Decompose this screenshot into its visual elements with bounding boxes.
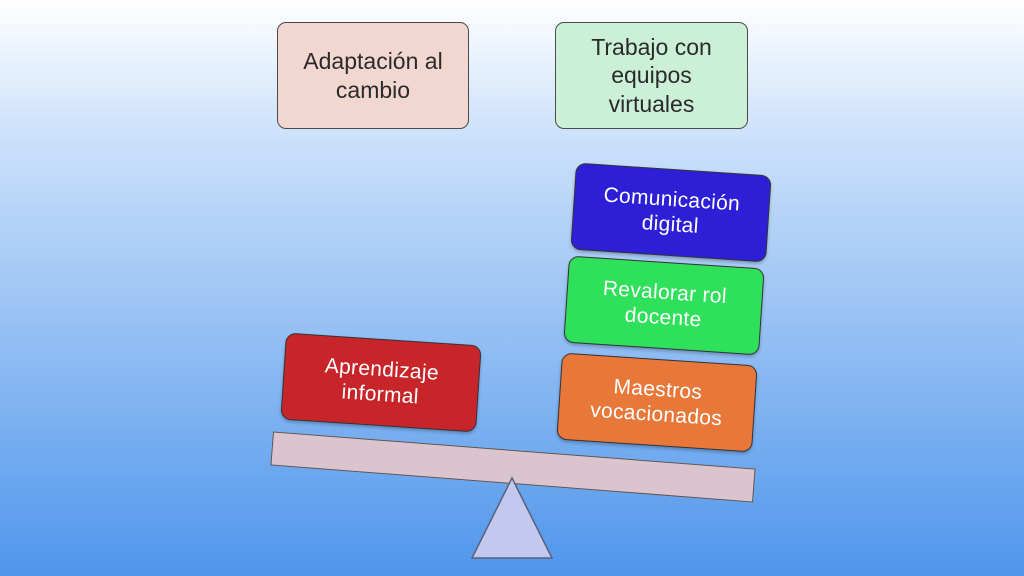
block-informal-learning: Aprendizaje informal [280, 332, 482, 433]
block-informal-learning-text: Aprendizaje informal [324, 354, 440, 409]
top-box-virtual-teams-text: Trabajo con equipos virtuales [591, 34, 712, 117]
block-vocational-teachers-text: Maestros vocacionados [589, 374, 723, 430]
block-revalue-teacher-role: Revalorar rol docente [563, 255, 765, 356]
fulcrum-triangle [470, 476, 554, 559]
block-revalue-teacher-role-text: Revalorar rol docente [602, 276, 728, 331]
block-vocational-teachers: Maestros vocacionados [556, 352, 758, 453]
block-digital-communication: Comunicación digital [570, 162, 772, 263]
top-box-virtual-teams: Trabajo con equipos virtuales [555, 22, 748, 129]
block-digital-communication-text: Comunicación digital [602, 183, 741, 238]
top-box-adaptation-text: Adaptación al cambio [303, 48, 443, 103]
fulcrum-shape [470, 476, 554, 559]
top-box-adaptation: Adaptación al cambio [277, 22, 469, 129]
